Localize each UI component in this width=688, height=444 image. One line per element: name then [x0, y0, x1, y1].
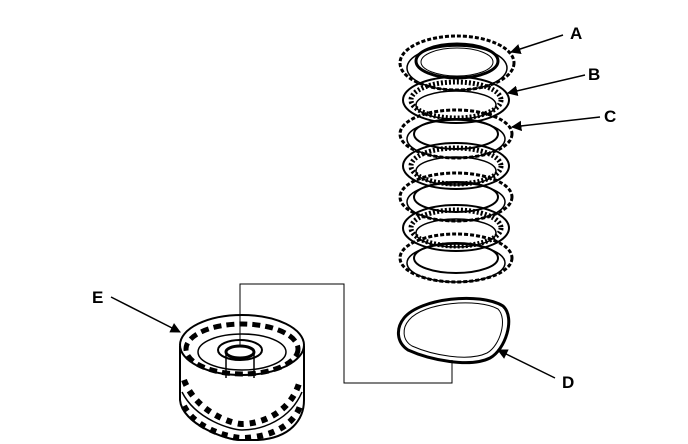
o-ring-d — [397, 296, 511, 365]
callout-label-d: D — [562, 373, 574, 392]
callout-arrow-c — [510, 116, 601, 132]
callout-arrow-a — [510, 34, 564, 55]
callout-label-c: C — [604, 107, 616, 126]
clutch-plate-c — [398, 108, 514, 160]
clutch-plate-4 — [402, 142, 510, 190]
clutch-plate-5 — [398, 171, 514, 223]
clutch-plate-7 — [398, 232, 514, 284]
callout-arrow-e — [110, 296, 181, 333]
callout-arrow-b — [506, 74, 586, 96]
callout-arrow-d — [497, 349, 556, 379]
callout-label-e: E — [92, 288, 103, 307]
clutch-plate-a — [398, 34, 516, 92]
clutch-drum-e — [179, 314, 305, 442]
callout-label-a: A — [570, 24, 582, 43]
assembly-path-line — [239, 283, 453, 384]
callout-label-b: B — [588, 65, 600, 84]
clutch-plate-stack — [398, 34, 516, 284]
clutch-plate-6 — [402, 204, 510, 252]
